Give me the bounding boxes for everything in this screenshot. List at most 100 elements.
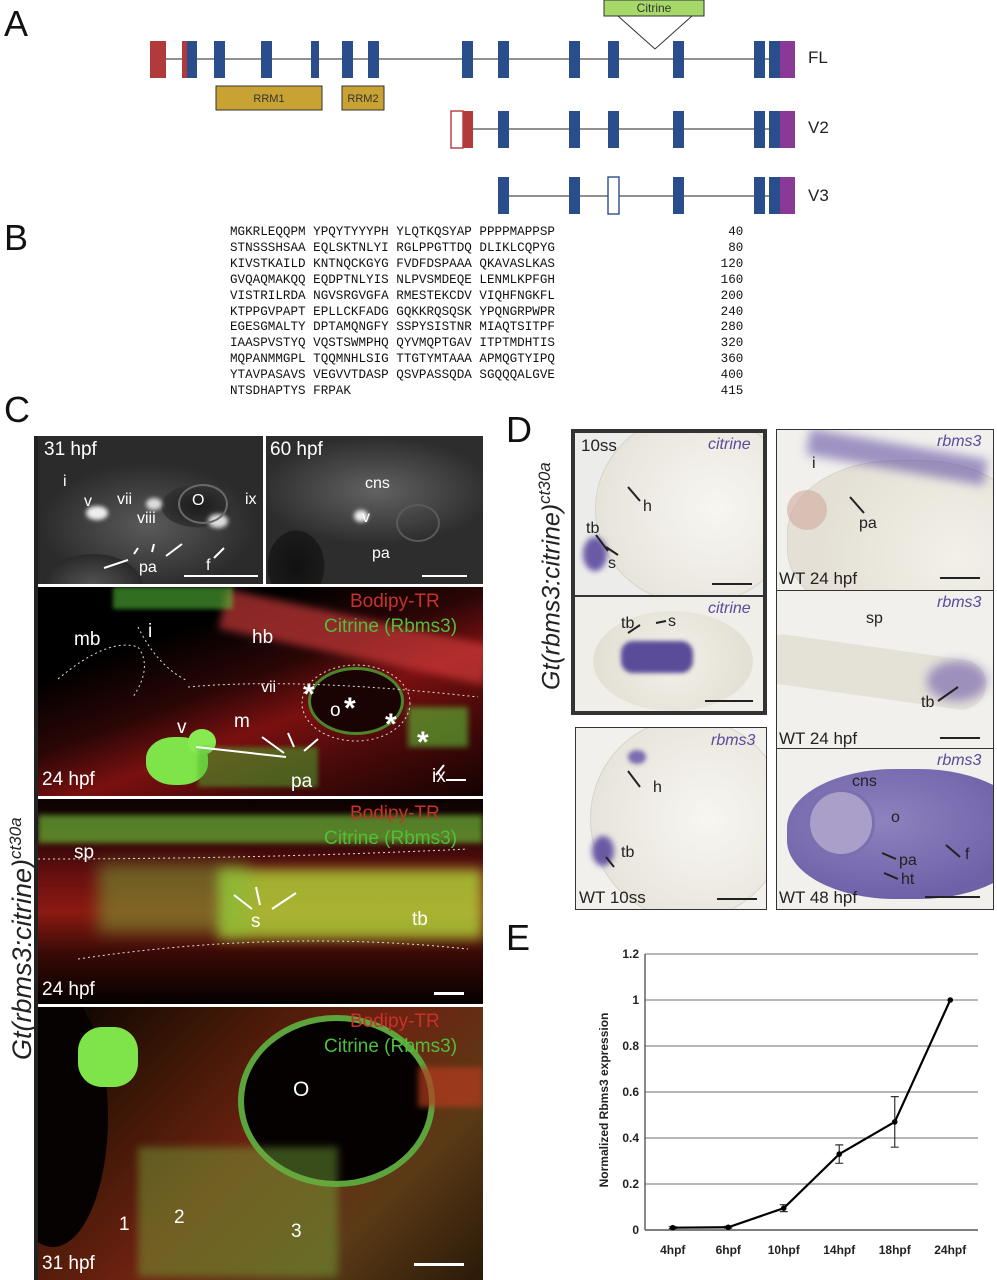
c3-label-hb: hb: [252, 627, 274, 648]
c1-label-viii: viii: [137, 510, 156, 527]
d-tile-wt-48hpf-rbms3: [777, 749, 993, 909]
d4-gene: rbms3: [937, 433, 982, 450]
d4-scale-bar: [940, 577, 980, 579]
sequence-row: MGKRLEQQPM YPQYTYYYPH YLQTKQSYAP PPPPMAP…: [230, 225, 743, 241]
fl-utr3: [780, 41, 795, 78]
c3-label-pa: pa: [291, 771, 313, 792]
c5-label-1: 1: [119, 1214, 130, 1235]
chart-data-point: [947, 997, 954, 1003]
panel-letter-c: C: [4, 389, 30, 430]
c3-label-mb: mb: [74, 629, 101, 650]
panel-d-right-frame: [776, 429, 994, 910]
chart-x-tick-label: 6hpf: [716, 1243, 742, 1257]
c1-label-ix: ix: [245, 491, 257, 508]
sequence-position: 80: [728, 240, 744, 255]
c3-legend-red: Bodipy-TR: [350, 591, 440, 612]
c2-label-cns: cns: [365, 475, 390, 492]
sequence-text: YTAVPASAVS VEGVVTDASP QSVPASSQDA SGQQQAL…: [230, 368, 555, 383]
panel-d-highlight-frame: [571, 429, 767, 715]
c5-legend-red: Bodipy-TR: [350, 1011, 440, 1032]
gene-structure-diagram: Citrine RRM1 RRM2: [150, 0, 795, 215]
d3-stage: WT 10ss: [579, 888, 646, 907]
panel-letter-b: B: [4, 217, 29, 258]
isoform-label-v2: V2: [808, 118, 829, 137]
d-tile-wt-10ss-rbms3: [575, 727, 767, 910]
c3-label-i: i: [148, 621, 153, 642]
c4-scale-bar: [434, 992, 464, 995]
v3-utr3: [780, 177, 795, 214]
d4-stage: WT 24 hpf: [779, 569, 858, 588]
d-tile-wt-24hpf-tail-rbms3: [777, 591, 993, 748]
c5-label-2: 2: [174, 1207, 185, 1228]
c5-label-3: 3: [291, 1221, 302, 1242]
sequence-row: VISTRILRDA NGVSRGVGFA RMESTEKCDV VIQHFNG…: [230, 289, 743, 305]
sequence-text: KIVSTKAILD KNTNQCKGYG FVDFDSPAAA QKAVASL…: [230, 256, 555, 271]
c4-label-s: s: [251, 911, 261, 932]
c4-legend-green: Citrine (Rbms3): [324, 828, 458, 849]
c1-label-pa: pa: [139, 559, 157, 576]
c3-label-m: m: [234, 711, 250, 732]
sequence-position: 40: [728, 225, 744, 239]
citrine-insert-connector: [617, 15, 693, 50]
d1-scale-bar: [712, 583, 752, 585]
d6-label-pa: pa: [899, 852, 917, 869]
d6-stage: WT 48 hpf: [779, 888, 858, 907]
panel-d-title: Gt(rbms3:citrine)ct30a: [535, 462, 566, 690]
v3-skipped-exon: [607, 176, 620, 215]
image-31hpf-grayscale: [38, 436, 263, 584]
d4-label-i: i: [812, 455, 816, 472]
c3-asterisk-4: *: [417, 726, 429, 759]
c1-label-v: v: [84, 493, 92, 510]
image-31hpf-head-confocal: [38, 1007, 483, 1280]
sequence-position: 160: [720, 272, 744, 287]
fl-utr5: [150, 41, 166, 78]
panel-letter-e: E: [506, 917, 531, 958]
d6-label-o: o: [891, 809, 900, 826]
d6-label-ht: ht: [901, 871, 915, 888]
sequence-text: STNSSSHSAA EQLSKTNLYI RGLPPGTTDQ DLIKLCQ…: [230, 240, 555, 255]
sequence-text: MQPANMMGPL TQQMNHLSIG TTGTYMTAAA APMQGTY…: [230, 352, 555, 367]
c3-label-v: v: [177, 717, 187, 738]
expression-line-chart: Normalized Rbms3 expression 00.20.40.60.…: [597, 947, 978, 1257]
c1-label-f: f: [206, 557, 211, 574]
v2-exons: [498, 111, 780, 148]
sequence-row: STNSSSHSAA EQLSKTNLYI RGLPPGTTDQ DLIKLCQ…: [230, 241, 743, 257]
sequence-position: 360: [720, 352, 744, 367]
d5-label-sp: sp: [866, 610, 883, 627]
sequence-position: 400: [720, 368, 744, 383]
isoform-label-fl: FL: [808, 48, 828, 67]
c4-legend-red: Bodipy-TR: [350, 803, 440, 824]
sequence-row: IAASPVSTYQ VQSTSWMPHQ QYVMQPTGAV ITPTMDH…: [230, 336, 743, 352]
rrm1-domain: [215, 85, 323, 111]
c4-stage: 24 hpf: [42, 979, 95, 1000]
chart-data-point: [669, 1224, 676, 1231]
sequence-row: GVQAQMAKQQ EQDPTNLYIS NLPVSMDEQE LENMLKP…: [230, 273, 743, 289]
chart-data-point: [836, 1151, 843, 1157]
c1-stage: 31 hpf: [44, 439, 97, 460]
protein-sequence: MGKRLEQQPM YPQYTYYYPH YLQTKQSYAP PPPPMAP…: [230, 225, 743, 400]
d3-label-h: h: [653, 779, 662, 796]
v2-utr3: [780, 111, 795, 148]
isoform-label-v3: V3: [808, 186, 829, 205]
sequence-position: 120: [720, 256, 744, 271]
c3-asterisk-3: *: [385, 708, 397, 741]
d2-scale-bar: [705, 700, 753, 702]
d3-label-tb: tb: [621, 844, 635, 861]
chart-series-points: [669, 997, 954, 1231]
sequence-text: GVQAQMAKQQ EQDPTNLYIS NLPVSMDEQE LENMLKP…: [230, 272, 555, 287]
c3-label-o: o: [330, 700, 341, 721]
c3-asterisk-2: *: [344, 692, 356, 725]
fl-exons: [214, 41, 780, 78]
d6-scale-bar: [925, 896, 980, 898]
c3-label-vii: vii: [261, 679, 277, 696]
c3-label-ix: ix: [432, 766, 446, 787]
d6-label-f: f: [965, 846, 970, 863]
image-60hpf-grayscale: [266, 436, 483, 584]
chart-y-tick-label: 0.8: [622, 1039, 639, 1053]
c5-legend-green: Citrine (Rbms3): [324, 1036, 458, 1057]
sequence-row: YTAVPASAVS VEGVVTDASP QSVPASSQDA SGQQQAL…: [230, 368, 743, 384]
d6-gene: rbms3: [937, 752, 982, 769]
sequence-text: NTSDHAPTYS FRPAK: [230, 384, 351, 399]
panel-letter-a: A: [4, 3, 29, 44]
chart-y-tick-label: 0.4: [622, 1131, 639, 1145]
